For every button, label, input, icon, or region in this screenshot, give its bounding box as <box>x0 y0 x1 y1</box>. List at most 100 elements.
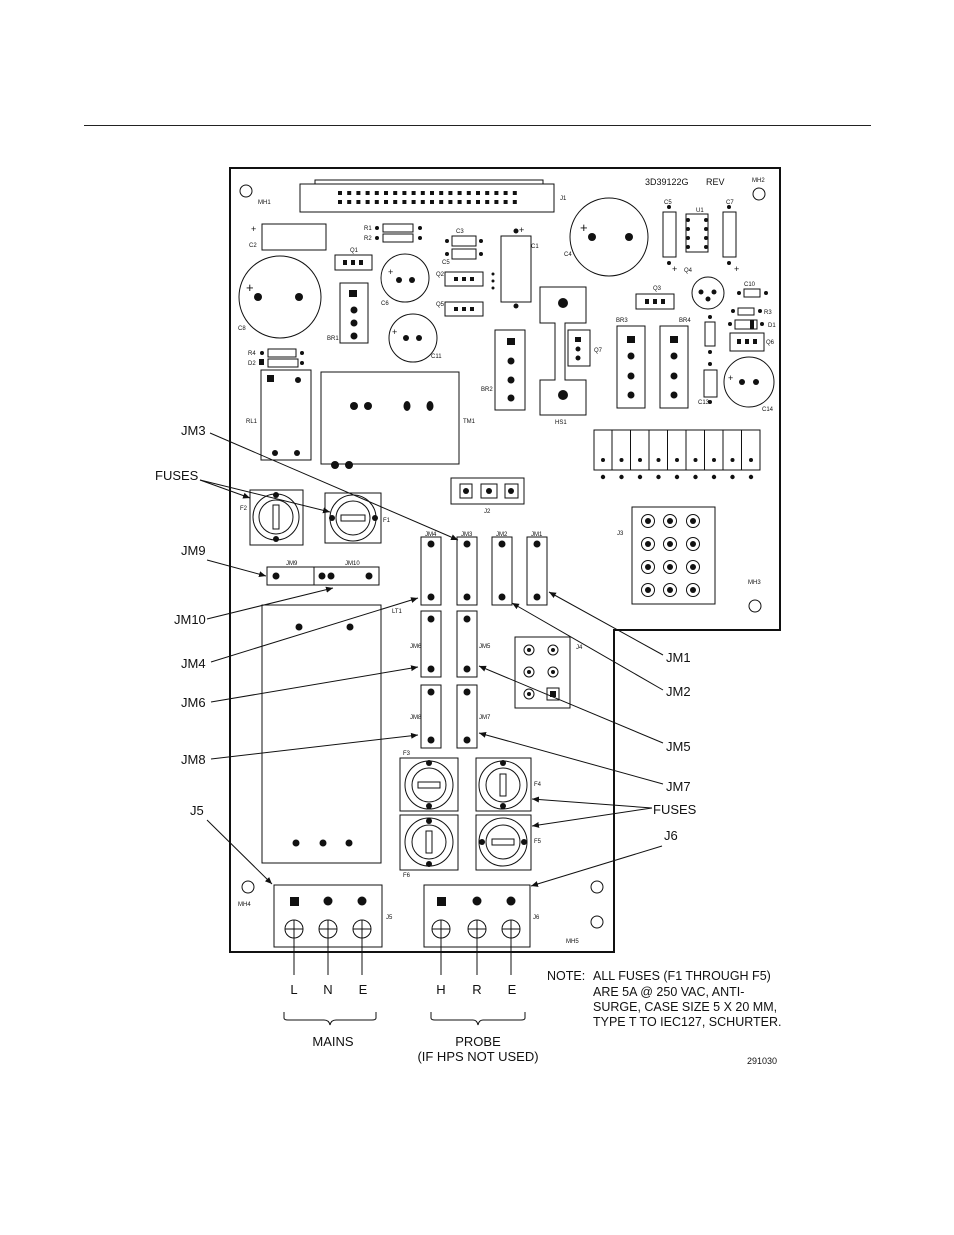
leader-jm2 <box>511 602 664 691</box>
resistor-r4 <box>267 348 297 358</box>
mounting-hole-mh5a <box>590 880 604 894</box>
svg-text:F4: F4 <box>534 782 542 788</box>
svg-text:HS1: HS1 <box>555 420 567 426</box>
svg-text:JM5: JM5 <box>479 644 491 650</box>
heat-sink-hs1 <box>539 286 587 416</box>
probe-sublabel: (IF HPS NOT USED) <box>417 1049 538 1064</box>
svg-text:JM7: JM7 <box>479 715 491 721</box>
svg-text:JM3: JM3 <box>461 532 473 538</box>
callout-jm6: JM6 <box>181 695 206 710</box>
leader-jm4 <box>210 597 419 663</box>
terminal-block-j5: J5 <box>273 884 393 948</box>
svg-text:C5: C5 <box>664 200 672 206</box>
callout-jm5: JM5 <box>666 739 691 754</box>
leader-j6 <box>530 845 663 887</box>
svg-text:C6: C6 <box>381 301 389 307</box>
capacitor-c4 <box>569 197 649 277</box>
svg-text:Q1: Q1 <box>350 248 359 254</box>
svg-text:RL1: RL1 <box>246 419 258 425</box>
svg-text:F6: F6 <box>403 873 411 879</box>
svg-text:BR2: BR2 <box>481 387 493 393</box>
svg-text:JM4: JM4 <box>425 532 437 538</box>
svg-text:+: + <box>388 267 393 277</box>
svg-text:F3: F3 <box>403 751 411 757</box>
svg-text:J4: J4 <box>576 645 583 651</box>
leader-jm6 <box>210 665 419 703</box>
svg-text:C1: C1 <box>531 244 539 250</box>
terminal-e-mains: E <box>359 982 368 997</box>
mh3-label: MH3 <box>748 580 761 586</box>
svg-text:TM1: TM1 <box>463 419 476 425</box>
svg-text:JM6: JM6 <box>410 644 422 650</box>
connector-j4 <box>514 636 571 709</box>
svg-text:Q6: Q6 <box>766 340 775 346</box>
fuse-f6: F6 <box>399 814 459 879</box>
probe-label: PROBE <box>455 1034 501 1049</box>
svg-text:C11: C11 <box>431 354 442 360</box>
leader-jm8 <box>210 732 419 760</box>
capacitor-c10 <box>743 288 761 298</box>
leader-jm5 <box>478 665 664 744</box>
svg-text:R2: R2 <box>364 236 372 242</box>
jumper-jm10 <box>313 566 380 586</box>
leader-jm3 <box>209 432 459 541</box>
svg-text:+: + <box>246 280 254 295</box>
svg-text:J6: J6 <box>533 915 540 921</box>
svg-text:JM1: JM1 <box>531 532 543 538</box>
svg-text:+: + <box>728 373 733 383</box>
terminal-block-j6: J6 <box>423 884 540 948</box>
line-filter-lt1 <box>261 604 382 864</box>
fuse-f5: F5 <box>475 814 542 871</box>
note-line-3: SURGE, CASE SIZE 5 X 20 MM, <box>593 1000 777 1014</box>
terminal-l: L <box>290 982 297 997</box>
svg-text:U1: U1 <box>696 208 704 214</box>
connector-j1: J1 <box>299 179 567 213</box>
svg-text:+: + <box>251 224 256 234</box>
svg-text:LT1: LT1 <box>392 609 403 615</box>
svg-text:R1: R1 <box>364 226 372 232</box>
svg-text:F5: F5 <box>534 839 542 845</box>
leader-jm1 <box>548 591 664 656</box>
header-rule <box>84 125 871 126</box>
svg-text:F1: F1 <box>383 518 391 524</box>
mh2-label: MH2 <box>752 178 765 184</box>
capacitor-c13 <box>703 369 718 398</box>
svg-text:+: + <box>580 220 588 235</box>
note-line-4: TYPE T TO IEC127, SCHURTER. <box>593 1015 782 1029</box>
svg-text:D1: D1 <box>768 323 776 329</box>
jumper-jm2: JM2 <box>491 532 513 606</box>
callout-fuses-right: FUSES <box>653 802 697 817</box>
jumper-jm7: JM7 <box>456 684 491 749</box>
svg-text:BR3: BR3 <box>616 318 628 324</box>
probe-brace <box>430 1012 526 1026</box>
svg-text:C4: C4 <box>564 252 572 258</box>
svg-text:Q5: Q5 <box>436 302 445 308</box>
leader-fuses-f1 <box>199 479 331 514</box>
capacitor-c14 <box>723 356 775 408</box>
mains-label: MAINS <box>312 1034 354 1049</box>
jumper-jm1: JM1 <box>526 532 548 606</box>
terminal-n: N <box>323 982 332 997</box>
svg-text:Q3: Q3 <box>653 286 662 292</box>
svg-text:C14: C14 <box>762 407 774 413</box>
rev-label: REV <box>706 177 725 187</box>
diode-d1 <box>734 319 758 330</box>
svg-text:JM8: JM8 <box>410 715 422 721</box>
svg-text:BR1: BR1 <box>327 336 339 342</box>
svg-text:R3: R3 <box>764 310 772 316</box>
transistor-q4 <box>691 276 725 310</box>
callout-jm2: JM2 <box>666 684 691 699</box>
jumper-jm5: JM5 <box>456 610 491 678</box>
svg-text:D2: D2 <box>248 361 256 367</box>
svg-text:BR4: BR4 <box>679 318 691 324</box>
header-block <box>593 429 761 471</box>
ic-u1 <box>685 213 709 253</box>
resistor-r3 <box>737 307 755 316</box>
terminal-r: R <box>472 982 481 997</box>
callout-j5: J5 <box>190 803 204 818</box>
leader-fuses-f2 <box>199 479 251 499</box>
svg-text:Q4: Q4 <box>684 268 693 274</box>
svg-text:R4: R4 <box>248 351 256 357</box>
svg-text:C2: C2 <box>249 243 257 249</box>
